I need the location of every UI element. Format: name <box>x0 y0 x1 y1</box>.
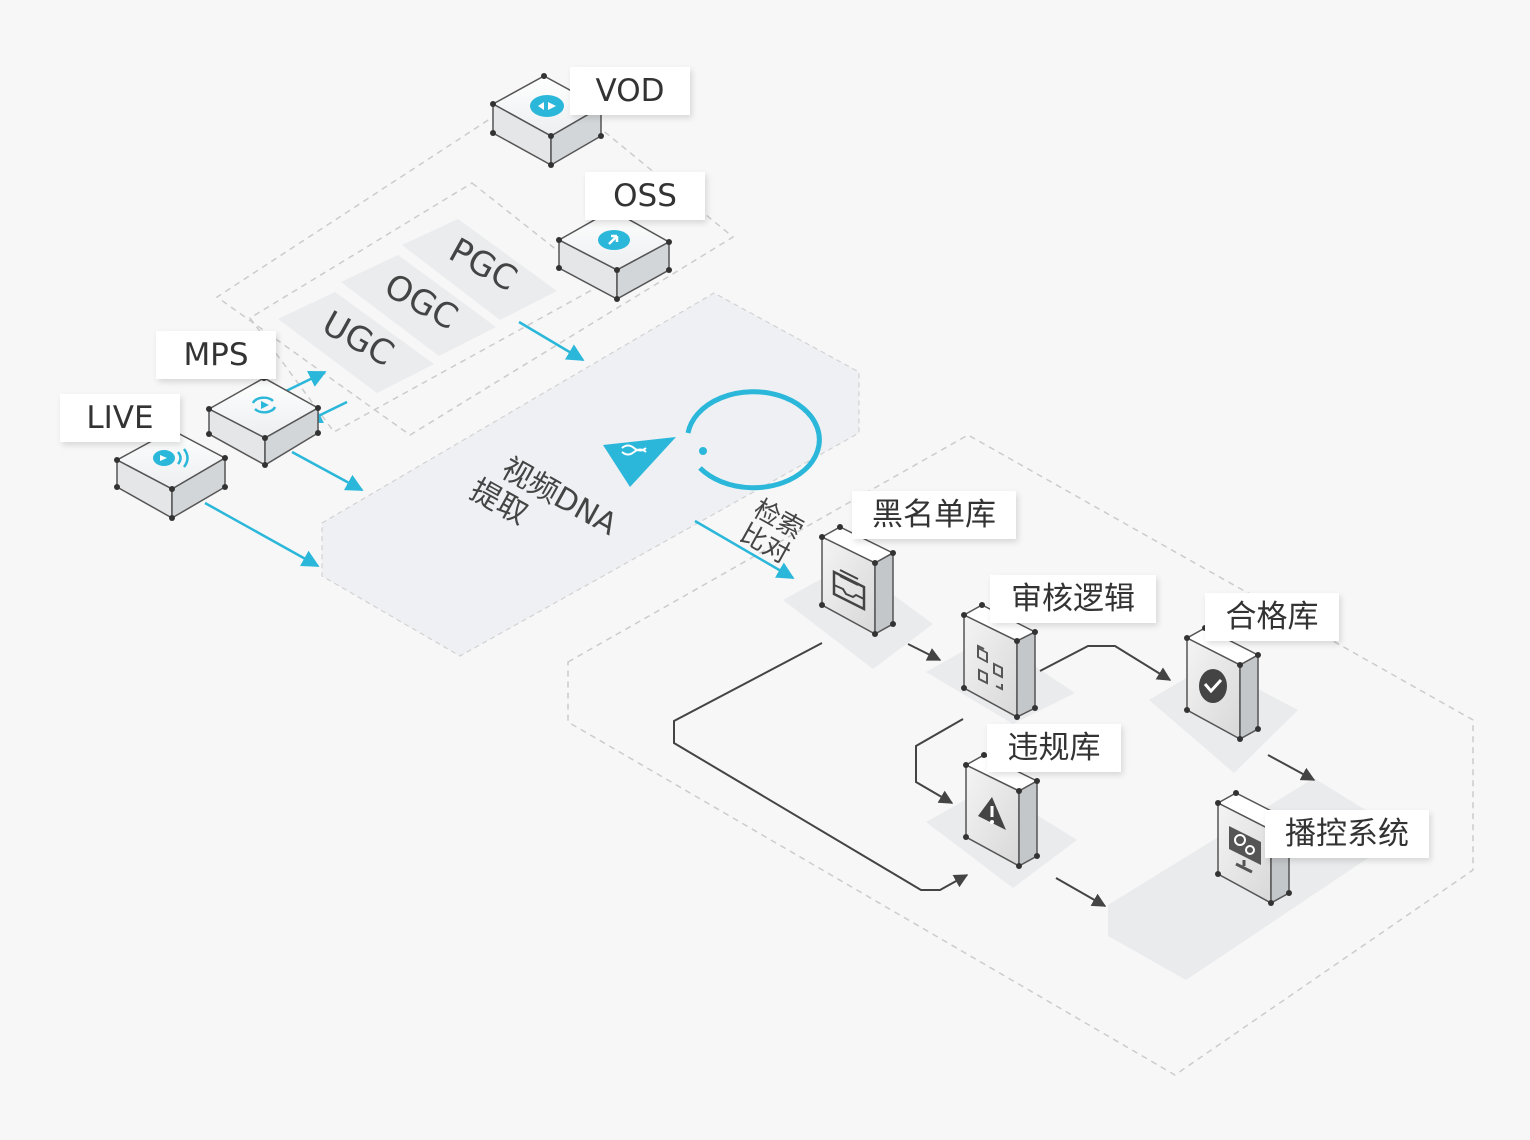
arrow-mps-to-content <box>283 370 327 394</box>
arrow-live-to-panel <box>204 501 320 568</box>
flow-blacklist-to-review <box>907 643 942 661</box>
broadcast-box <box>1215 790 1292 906</box>
dna-extraction-panel <box>321 292 860 657</box>
qualified-box <box>1184 625 1261 742</box>
monitor-gears-icon <box>1229 826 1261 874</box>
dna-logo-icon <box>603 389 822 491</box>
check-circle-icon <box>1199 669 1227 703</box>
label-mps: MPS <box>156 331 276 379</box>
vod-cloud-icon <box>530 95 564 117</box>
label-oss: OSS <box>585 172 705 220</box>
label-broadcast: 播控系统 <box>1265 810 1429 858</box>
label-live: LIVE <box>60 394 180 442</box>
archive-tray-icon <box>832 569 866 612</box>
vod-box <box>490 73 604 168</box>
label-violation: 违规库 <box>987 724 1121 772</box>
flow-qualified-to-broadcast <box>1267 754 1316 781</box>
content-type-region <box>248 182 603 433</box>
label-vod: VOD <box>570 67 690 115</box>
label-qualified: 合格库 <box>1205 593 1339 641</box>
tile-ogc <box>341 255 496 356</box>
warning-triangle-icon <box>978 797 1006 830</box>
arrow-pgc-to-panel <box>518 320 585 362</box>
live-broadcast-icon <box>153 448 189 468</box>
scan-compare-icon <box>977 644 1003 691</box>
flow-review-to-qualified <box>1039 645 1172 681</box>
mps-transcode-icon <box>251 396 277 414</box>
label-blacklist: 黑名单库 <box>852 491 1016 539</box>
arrow-mps-to-panel <box>291 450 364 492</box>
tile-ugc <box>278 292 434 393</box>
source-region-outer <box>215 82 735 436</box>
oss-box <box>556 207 672 302</box>
mps-box <box>206 375 321 468</box>
workflow-region <box>567 434 1474 1076</box>
blacklist-box <box>819 524 896 637</box>
label-review: 审核逻辑 <box>990 575 1156 623</box>
flow-review-to-violation <box>915 718 964 804</box>
tile-pgc <box>402 219 557 320</box>
oss-cloud-upload-icon <box>598 230 630 250</box>
review-box <box>961 602 1038 720</box>
flow-violation-to-broadcast <box>1055 877 1107 907</box>
violation-box <box>963 752 1040 869</box>
arrow-panel-to-blacklist <box>694 519 795 580</box>
flow-blacklist-to-violation <box>673 642 969 891</box>
